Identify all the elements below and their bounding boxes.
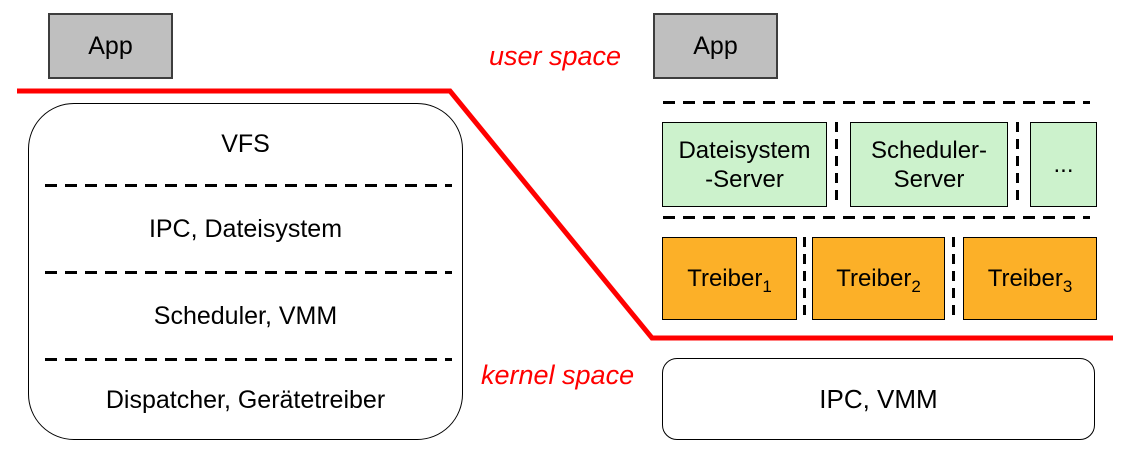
layer-separator [45, 358, 452, 361]
driver-separator-dashed [952, 237, 955, 320]
driver-subscript: 3 [1062, 276, 1073, 296]
driver-separator-dashed [803, 237, 806, 320]
user-space-label: user space [489, 41, 622, 71]
layer-scheduler-vmm: Scheduler, VMM [29, 274, 462, 358]
app-box-left: App [48, 13, 173, 79]
layer-separator [45, 184, 452, 187]
layer-vfs: VFS [29, 104, 462, 184]
layer-separator [45, 271, 452, 274]
layer-label: Scheduler, VMM [153, 301, 338, 330]
driver-subscript: 1 [762, 276, 772, 296]
server-label-line1: ... [1053, 151, 1074, 178]
server-label-line1: Scheduler- [870, 136, 988, 164]
server-label-line1: Dateisystem [678, 136, 811, 164]
driver-box-3: Treiber3 [963, 237, 1097, 320]
driver-box-1: Treiber1 [662, 237, 797, 320]
layer-label: IPC, Dateisystem [148, 214, 343, 243]
server-label-line2: -Server [705, 165, 784, 193]
server-separator-dashed [835, 122, 838, 207]
monolithic-kernel-box: VFS IPC, Dateisystem Scheduler, VMM Disp… [28, 103, 463, 440]
microkernel-label: IPC, VMM [819, 383, 938, 414]
app-box-right: App [653, 13, 778, 79]
server-driver-separator-dashed [663, 216, 1090, 219]
app-label: App [693, 31, 738, 60]
layer-label: Dispatcher, Gerätetreiber [105, 385, 386, 414]
app-server-separator-dashed [663, 101, 1090, 104]
server-box-dateisystem: Dateisystem -Server [662, 122, 827, 207]
server-label-line2: Server [893, 165, 965, 193]
driver-label: Treiber3 [987, 264, 1073, 296]
layer-ipc-dateisystem: IPC, Dateisystem [29, 187, 462, 271]
server-box-more: ... [1030, 122, 1097, 207]
layer-dispatcher-geraetetreiber: Dispatcher, Gerätetreiber [29, 361, 462, 439]
app-label: App [88, 31, 133, 60]
server-separator-dashed [1016, 122, 1019, 207]
driver-subscript: 2 [911, 276, 921, 296]
driver-box-2: Treiber2 [812, 237, 945, 320]
microkernel-box: IPC, VMM [662, 358, 1095, 440]
layer-label: VFS [221, 129, 270, 158]
server-box-scheduler: Scheduler- Server [850, 122, 1008, 207]
driver-label: Treiber1 [687, 264, 772, 296]
driver-label: Treiber2 [836, 264, 921, 296]
kernel-space-label: kernel space [481, 360, 635, 390]
